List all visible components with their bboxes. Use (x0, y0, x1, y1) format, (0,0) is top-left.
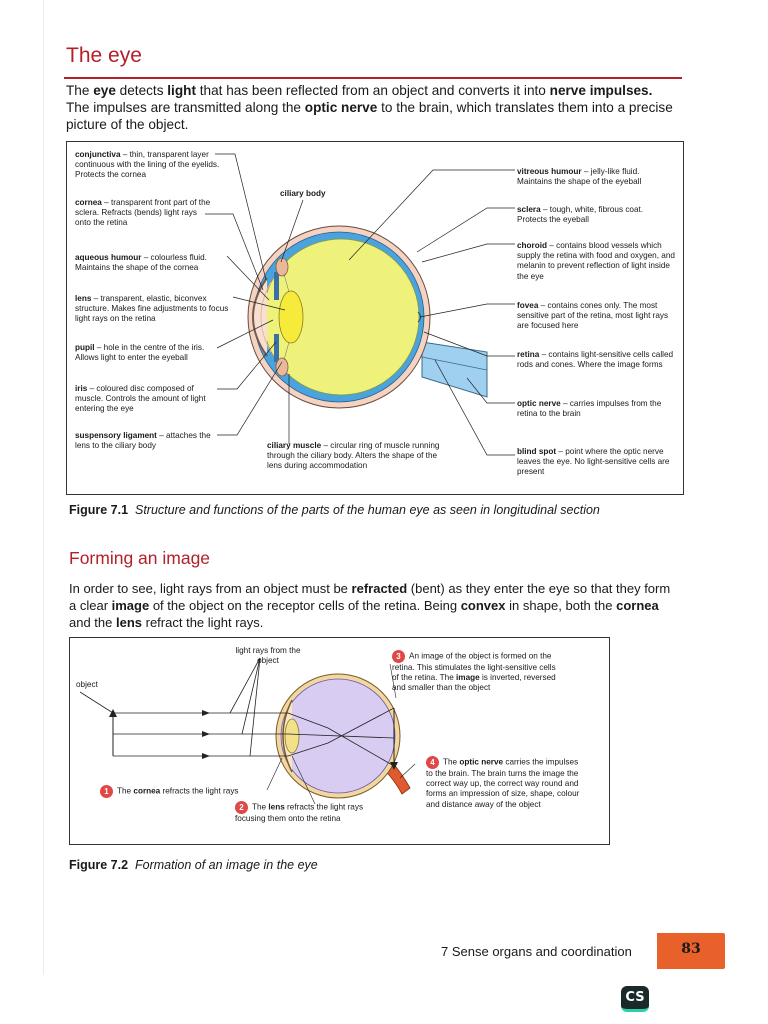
label-vitreous-humour: vitreous humour – jelly-like fluid. Main… (517, 167, 675, 187)
figure-eye-structure: conjunctiva – thin, transparent layer co… (66, 141, 684, 495)
section-heading-forming-image: Forming an image (69, 548, 210, 569)
label-conjunctiva: conjunctiva – thin, transparent layer co… (75, 150, 225, 181)
chapter-title: 7 Sense organs and coordination (441, 944, 632, 959)
heading-rule (64, 77, 682, 79)
label-object: object (76, 680, 98, 690)
figure2-caption: Figure 7.2 Formation of an image in the … (69, 858, 318, 872)
label-aqueous-humour: aqueous humour – colourless fluid. Maint… (75, 253, 233, 273)
label-blind-spot: blind spot – point where the optic nerve… (517, 447, 677, 478)
page-number: 83 (657, 941, 725, 957)
figure1-caption: Figure 7.1 Structure and functions of th… (69, 503, 600, 517)
forming-image-paragraph: In order to see, light rays from an obje… (69, 580, 679, 631)
label-ciliary-muscle: ciliary muscle – circular ring of muscle… (267, 441, 445, 472)
label-lens: lens – transparent, elastic, biconvex st… (75, 294, 235, 325)
page-heading: The eye (66, 44, 142, 68)
label-ciliary-body: ciliary body (280, 189, 360, 199)
label-sclera: sclera – tough, white, fibrous coat. Pro… (517, 205, 675, 225)
label-choroid: choroid – contains blood vessels which s… (517, 241, 677, 282)
label-iris: iris – coloured disc composed of muscle.… (75, 384, 223, 415)
label-pupil: pupil – hole in the centre of the iris. … (75, 343, 225, 363)
label-cornea: cornea – transparent front part of the s… (75, 198, 215, 229)
label-light-rays: light rays from the object (228, 646, 308, 666)
scanner-logo: CS (621, 986, 649, 1012)
intro-paragraph: The eye detects light that has been refl… (66, 82, 676, 133)
label-retina: retina – contains light-sensitive cells … (517, 350, 677, 370)
page-number-tab: 83 (657, 933, 725, 969)
label-fovea: fovea – contains cones only. The most se… (517, 301, 677, 332)
label-suspensory-ligament: suspensory ligament – attaches the lens … (75, 431, 225, 451)
label-optic-nerve: optic nerve – carries impulses from the … (517, 399, 677, 419)
